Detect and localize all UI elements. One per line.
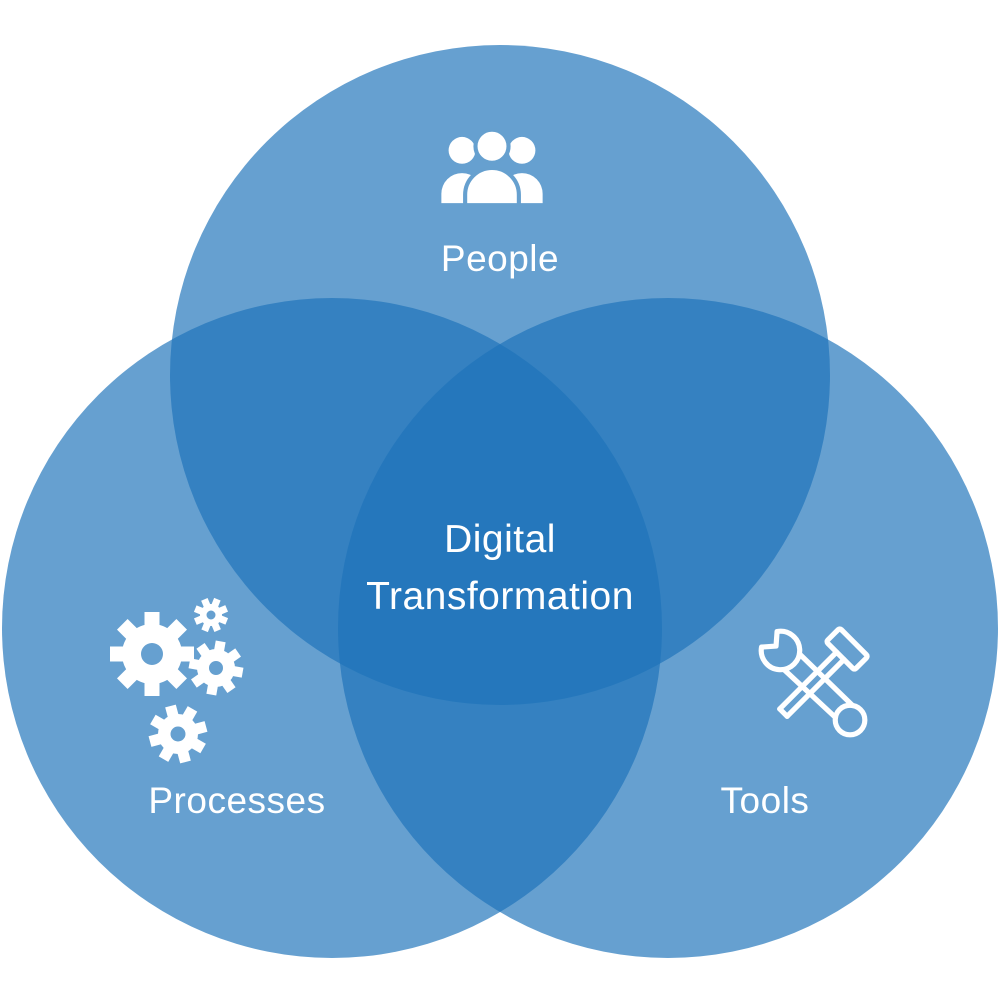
wrench-hammer-icon [758,626,870,738]
wrench [758,628,868,738]
hammer [777,626,870,719]
person-center-head [473,127,511,165]
person-right-head [508,136,536,164]
gears-icon [110,597,244,764]
people-label: People [440,238,560,279]
gear-bottom [148,704,208,764]
processes-label: Processes [148,780,326,821]
gear-large [110,612,194,696]
gear-medium [188,640,244,696]
person-center-body [463,165,521,208]
gear-small [193,597,229,633]
venn-circle-tools [338,298,998,958]
tools-label: Tools [720,780,810,821]
center-label: Digital Transformation [270,512,730,625]
people-icon [441,127,543,208]
person-left-head [448,136,476,164]
center-label-line2: Transformation [366,574,634,618]
center-label-line1: Digital [444,518,556,561]
